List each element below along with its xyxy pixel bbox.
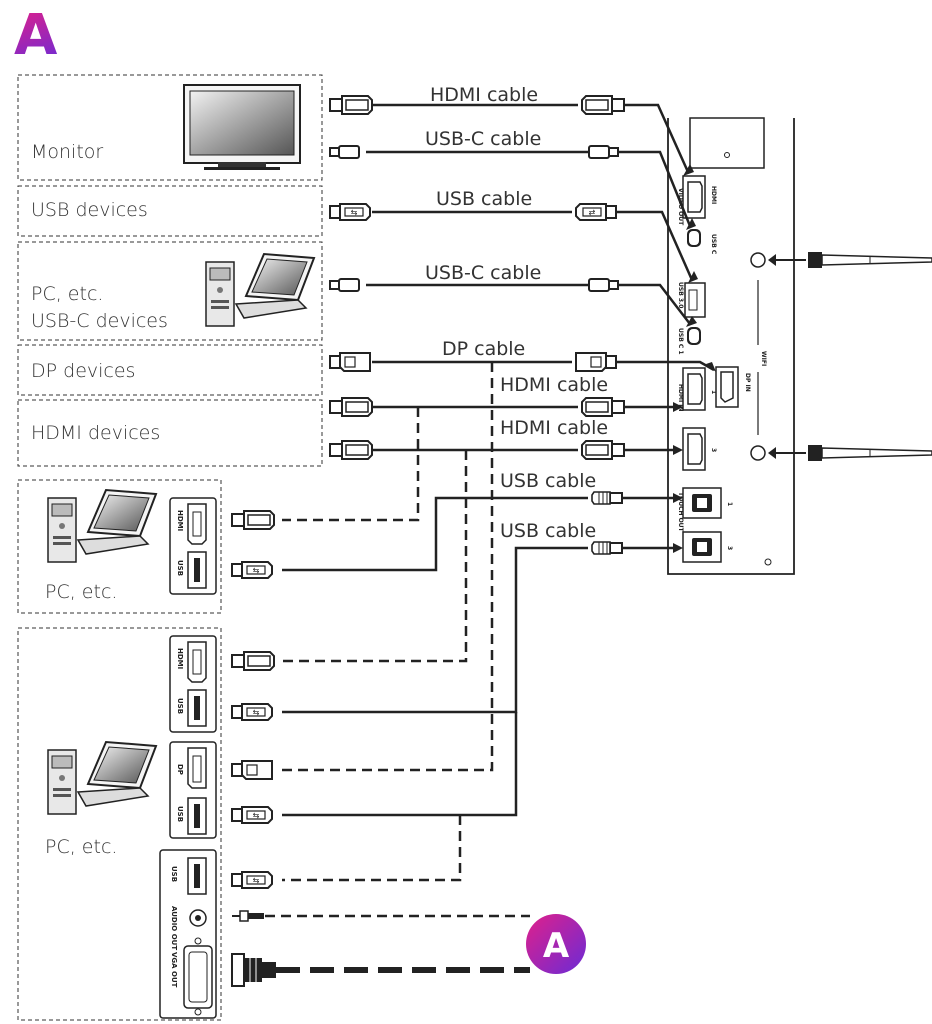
hdmi-plug-icon: [231, 510, 275, 530]
usb-plug-icon: [231, 871, 273, 889]
device-label-hdmi-devices: HDMI devices: [31, 422, 161, 444]
usbc-plug-icon: [329, 145, 360, 159]
port-label-usbc1: USB C 1: [677, 328, 684, 355]
section-marker: A: [14, 3, 58, 68]
device-label-dp-devices: DP devices: [31, 360, 136, 382]
port-label-touch-out: TOUCH OUT: [677, 492, 684, 533]
port-label-t3: 3: [726, 546, 733, 550]
hdmi-plug-icon: [581, 440, 625, 460]
port-label-num1: 1: [710, 390, 717, 394]
antenna-icon: [768, 252, 932, 268]
hdmi-plug-icon: [329, 397, 373, 417]
bottom-marker-badge: [526, 914, 586, 974]
display-rear-panel: [667, 117, 795, 575]
dp-plug-icon: [329, 352, 371, 372]
hdmi-devices-box: [17, 399, 323, 467]
usb-plug-icon: [575, 203, 617, 221]
usb-plug-icon: [231, 561, 273, 579]
port-label-usbc: USB C: [710, 234, 717, 255]
cable-label-usb: USB cable: [436, 188, 533, 210]
cable-label-usbc-out: USB-C cable: [425, 128, 542, 150]
port-label-hdmi: HDMI: [710, 186, 717, 204]
cable-label-usbc-in: USB-C cable: [425, 262, 542, 284]
usb-devices-box: [17, 185, 323, 237]
bottom-marker-letter: A: [543, 926, 570, 966]
pc-port-label-vga-out: VGA OUT: [170, 952, 178, 988]
hdmi-plug-icon: [329, 440, 373, 460]
pc-port-label-dp: DP: [176, 764, 184, 775]
port-label-dp-in: DP IN: [744, 373, 751, 392]
usb-plug-icon: [231, 703, 273, 721]
usb-b-plug-icon: [591, 541, 623, 555]
laptop-icon: [47, 489, 157, 563]
usbc-plug-icon: [588, 145, 619, 159]
antenna-icon: [768, 445, 932, 461]
hdmi-plug-icon: [581, 95, 625, 115]
hdmi-plug-icon: [581, 397, 625, 417]
port-label-video-out: VIDEO OUT: [677, 188, 684, 226]
device-label-pc: PC, etc.: [31, 283, 104, 305]
cable-label-hdmi-in3: HDMI cable: [500, 417, 609, 439]
audio-jack-icon: [232, 910, 264, 922]
cable-label-hdmi-out: HDMI cable: [430, 84, 539, 106]
device-label-monitor: Monitor: [31, 141, 104, 163]
port-label-num3: 3: [710, 448, 717, 452]
vga-plug-icon: [231, 953, 276, 987]
pc-group3-box: [17, 627, 222, 1021]
cable-label-dp: DP cable: [442, 338, 526, 360]
device-label-pc-group2: PC, etc.: [45, 581, 118, 603]
dp-plug-icon: [231, 760, 273, 780]
port-label-wifi: WIFI: [760, 351, 767, 366]
pc-group2-box: [17, 479, 222, 614]
pc-port-label-audio-out: AUDIO OUT: [170, 906, 178, 950]
pc-usbc-box: [17, 241, 323, 341]
usb-plug-icon: [231, 806, 273, 824]
cable-label-touch1: USB cable: [500, 470, 597, 492]
pc-port-label-usb: USB: [176, 806, 184, 822]
usbc-plug-icon: [588, 278, 619, 292]
cable-label-hdmi-in1: HDMI cable: [500, 374, 609, 396]
hdmi-plug-icon: [329, 95, 373, 115]
usb-b-plug-icon: [591, 491, 623, 505]
dp-plug-icon: [575, 352, 617, 372]
pc-tower-icon: [47, 741, 157, 815]
usb-plug-icon: [329, 203, 371, 221]
monitor-box: [17, 74, 323, 181]
port-label-usb30: USB 3.0: [677, 282, 684, 308]
port-label-hdmi-in: HDMI IN: [677, 384, 684, 412]
device-label-pc-group3: PC, etc.: [45, 836, 118, 858]
usbc-plug-icon: [329, 278, 360, 292]
pc-port-label-usb: USB: [176, 698, 184, 714]
device-label-usb-devices: USB devices: [31, 199, 148, 221]
dp-devices-box: [17, 344, 323, 396]
pc-port-label-usb: USB: [170, 866, 178, 882]
hdmi-plug-icon: [231, 651, 275, 671]
device-label-usbc-devices: USB-C devices: [31, 310, 168, 332]
pc-port-label-hdmi: HDMI: [176, 648, 184, 669]
cable-label-touch3: USB cable: [500, 520, 597, 542]
pc-port-label-usb: USB: [176, 560, 184, 576]
monitor-icon: [183, 84, 301, 170]
pc-tower-icon: [205, 253, 315, 327]
port-label-t1: 1: [726, 502, 733, 506]
pc-port-label-hdmi: HDMI: [176, 510, 184, 531]
